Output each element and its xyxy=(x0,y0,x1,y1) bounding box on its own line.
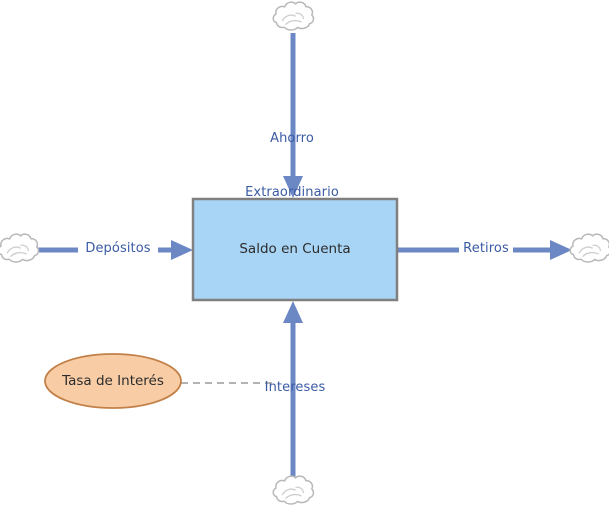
flow-depositos[interactable] xyxy=(36,240,193,260)
flow-retiros-arrowhead xyxy=(550,240,572,260)
cloud-icon-top[interactable] xyxy=(272,1,315,31)
flow-intereses[interactable] xyxy=(283,301,303,477)
cloud-icon-right[interactable] xyxy=(569,233,609,263)
flow-intereses-arrowhead xyxy=(283,301,303,323)
process-box-saldo-en-cuenta[interactable] xyxy=(191,197,399,302)
flow-depositos-arrowhead xyxy=(171,240,193,260)
parameter-ellipse-tasa-de-interes[interactable] xyxy=(44,353,182,409)
flow-ahorro-arrowhead xyxy=(283,176,303,198)
cloud-icon-bottom[interactable] xyxy=(272,475,315,505)
cloud-icon-left[interactable] xyxy=(0,233,40,263)
flow-ahorro-extraordinario[interactable] xyxy=(283,33,303,198)
flow-retiros[interactable] xyxy=(397,240,572,260)
